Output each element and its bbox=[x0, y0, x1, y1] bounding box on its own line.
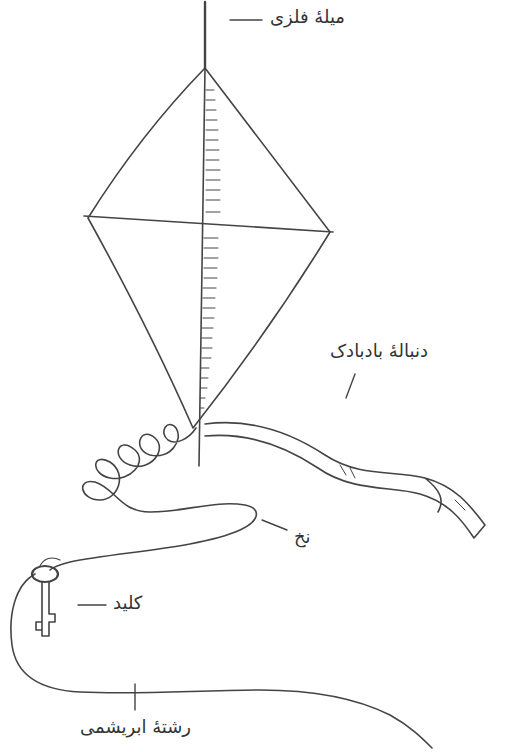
part-label: رشتهٔ ابریشمی bbox=[80, 716, 191, 738]
kite-tail bbox=[205, 423, 485, 538]
key-shaft bbox=[36, 582, 55, 636]
part-label: میلهٔ فلزی bbox=[270, 6, 345, 28]
metal-rod bbox=[204, 2, 206, 68]
silk-thread bbox=[11, 574, 432, 748]
leader-line bbox=[78, 20, 355, 710]
kite-hatching bbox=[200, 90, 220, 408]
part-label: نخ bbox=[294, 526, 311, 548]
kite-outline bbox=[88, 68, 330, 428]
part-label: کلید bbox=[113, 592, 142, 614]
key-ring bbox=[32, 566, 58, 582]
kite-string bbox=[50, 425, 256, 570]
part-label: دنبالهٔ بادبادک bbox=[330, 340, 428, 362]
kite-crossbar bbox=[84, 216, 333, 232]
kite-spine bbox=[199, 68, 205, 466]
tail-folds bbox=[340, 465, 470, 510]
key-knot bbox=[40, 558, 60, 566]
